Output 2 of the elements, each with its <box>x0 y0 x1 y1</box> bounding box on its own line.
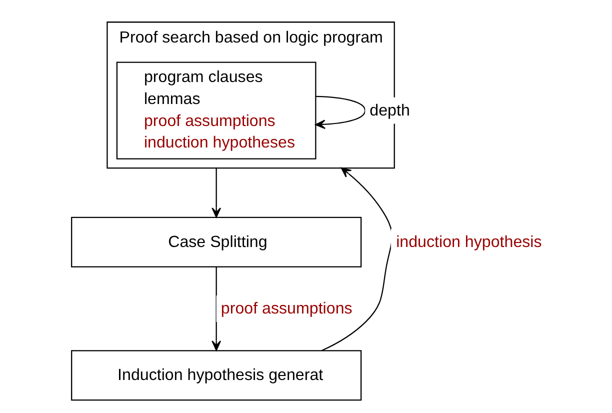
edge-label: proof assumptions <box>220 300 352 318</box>
edge-label: induction hypothesis <box>396 232 542 251</box>
